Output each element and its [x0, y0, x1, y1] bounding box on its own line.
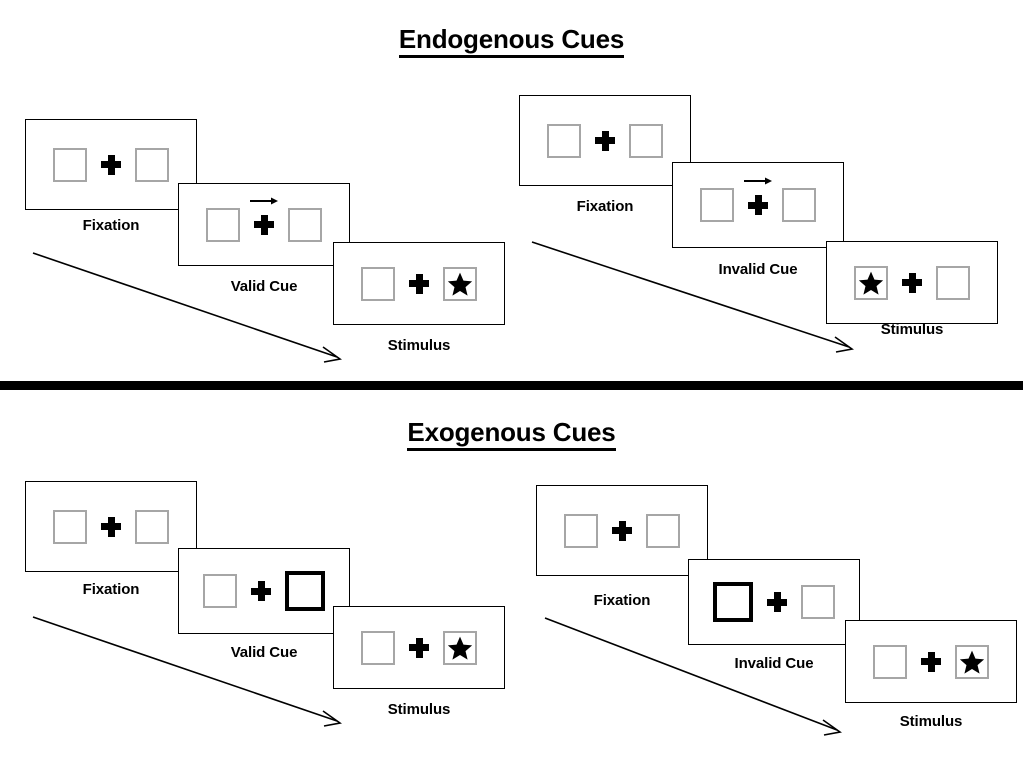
panel-endogenous-valid-stimulus[interactable] [333, 242, 505, 325]
plus-cross-icon [921, 651, 941, 672]
panel-exogenous-invalid-cue[interactable] [688, 559, 860, 645]
panel-exogenous-invalid-stimulus[interactable] [845, 620, 1017, 703]
plus-cross-icon [101, 154, 121, 175]
plus-cross-icon [409, 273, 429, 294]
plus-cross-icon [251, 581, 271, 601]
placeholder-box-left [873, 644, 907, 679]
stimulus-array [53, 147, 169, 182]
placeholder-box-left [206, 207, 240, 242]
panel-label-exogenous-valid-fixation: Fixation [82, 581, 140, 598]
panel-exogenous-valid-stimulus[interactable] [333, 606, 505, 689]
stimulus-array [206, 197, 322, 242]
stimulus-array [361, 630, 477, 665]
placeholder-box-right [646, 513, 680, 548]
stimulus-array [873, 644, 989, 679]
stimulus-array [361, 266, 477, 301]
placeholder-box-right [782, 188, 816, 222]
panel-exogenous-valid-fixation[interactable] [25, 481, 197, 572]
placeholder-box-right [801, 585, 835, 619]
placeholder-box-right [629, 123, 663, 158]
placeholder-box-right [135, 509, 169, 544]
placeholder-box-left [564, 513, 598, 548]
stimulus-array [53, 509, 169, 544]
target-box-right [443, 630, 477, 665]
panel-label-exogenous-valid-cue: Valid Cue [230, 644, 298, 661]
panel-label-exogenous-invalid-stimulus: Stimulus [899, 713, 963, 730]
plus-cross-icon [744, 177, 772, 215]
placeholder-box-left [361, 266, 395, 301]
star-icon [447, 272, 473, 296]
panel-label-exogenous-valid-stimulus: Stimulus [387, 701, 451, 718]
stimulus-array [203, 571, 325, 611]
panel-endogenous-valid-cue[interactable] [178, 183, 350, 266]
placeholder-box-left [53, 147, 87, 182]
panel-label-endogenous-invalid-stimulus: Stimulus [880, 321, 944, 338]
panel-endogenous-invalid-fixation[interactable] [519, 95, 691, 186]
plus-cross-icon [101, 516, 121, 537]
panel-endogenous-invalid-cue[interactable] [672, 162, 844, 248]
stimulus-array [700, 177, 816, 222]
panel-label-endogenous-valid-fixation: Fixation [82, 217, 140, 234]
placeholder-box-left [203, 574, 237, 608]
placeholder-box-right [288, 207, 322, 242]
panel-endogenous-invalid-stimulus[interactable] [826, 241, 998, 324]
section-title-endogenous-text: Endogenous Cues [398, 24, 624, 58]
endogenous-valid-flow-arrow [32, 252, 343, 363]
plus-cross-icon [612, 520, 632, 541]
target-box-right [955, 644, 989, 679]
stimulus-array [547, 123, 663, 158]
star-icon [858, 271, 884, 295]
arrow-right-icon [250, 197, 278, 204]
plus-cross-icon [409, 637, 429, 658]
section-divider [0, 381, 1023, 390]
cue-box-left [713, 582, 753, 622]
panel-label-endogenous-invalid-cue: Invalid Cue [718, 261, 798, 278]
panel-exogenous-invalid-fixation[interactable] [536, 485, 708, 576]
panel-endogenous-valid-fixation[interactable] [25, 119, 197, 210]
plus-cross-icon [767, 592, 787, 612]
endogenous-invalid-flow-arrow [531, 241, 855, 353]
section-title-exogenous: Exogenous Cues [0, 417, 1023, 451]
placeholder-box-left [53, 509, 87, 544]
target-box-right [443, 266, 477, 301]
stimulus-array [564, 513, 680, 548]
panel-label-exogenous-invalid-cue: Invalid Cue [734, 655, 814, 672]
panel-label-endogenous-valid-cue: Valid Cue [230, 278, 298, 295]
arrow-right-icon [744, 177, 772, 185]
section-title-endogenous: Endogenous Cues [0, 24, 1023, 58]
panel-label-endogenous-valid-stimulus: Stimulus [387, 337, 451, 354]
exogenous-valid-flow-arrow [32, 616, 343, 727]
placeholder-box-left [700, 188, 734, 222]
plus-cross-icon [902, 272, 922, 293]
stimulus-array [713, 582, 835, 622]
placeholder-box-right [936, 265, 970, 300]
exogenous-invalid-flow-arrow [544, 617, 843, 736]
placeholder-box-left [361, 630, 395, 665]
section-title-exogenous-text: Exogenous Cues [407, 417, 616, 451]
plus-cross-icon [595, 130, 615, 151]
stimulus-array [854, 265, 970, 300]
plus-cross-icon [250, 197, 278, 235]
star-icon [447, 636, 473, 660]
target-box-left [854, 265, 888, 300]
panel-label-exogenous-invalid-fixation: Fixation [593, 592, 651, 609]
panel-label-endogenous-invalid-fixation: Fixation [576, 198, 634, 215]
cue-box-right [285, 571, 325, 611]
panel-exogenous-valid-cue[interactable] [178, 548, 350, 634]
star-icon [959, 650, 985, 674]
placeholder-box-left [547, 123, 581, 158]
placeholder-box-right [135, 147, 169, 182]
